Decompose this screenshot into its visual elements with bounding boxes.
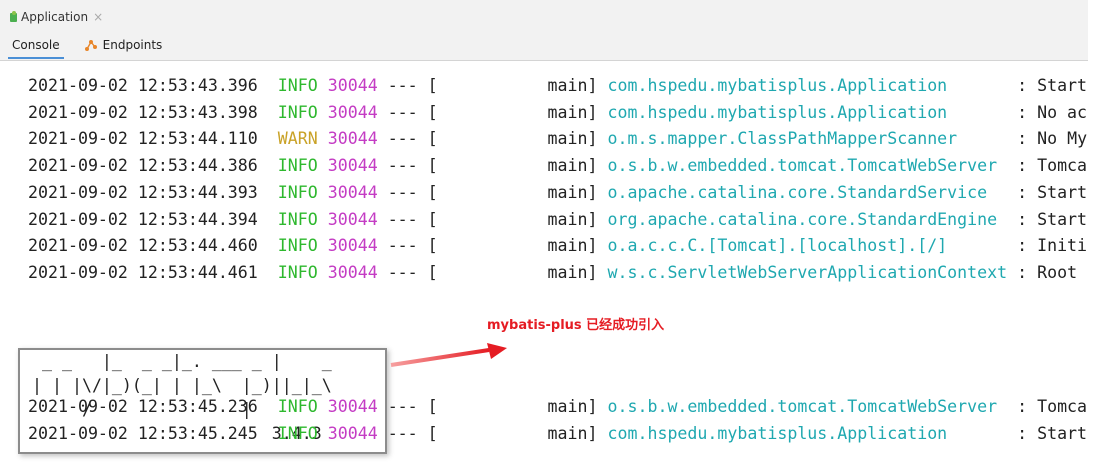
log-logger: o.s.b.w.embedded.tomcat.TomcatWebServer xyxy=(607,156,998,176)
log-timestamp: 2021-09-02 12:53:44.394 xyxy=(28,209,258,229)
log-message: : Initi xyxy=(1017,236,1088,256)
log-pid: 30044 xyxy=(327,423,378,443)
log-thread: main] xyxy=(547,129,598,149)
log-logger: com.hspedu.mybatisplus.Application xyxy=(607,76,948,95)
log-separator: --- [ xyxy=(387,182,438,202)
log-timestamp: 2021-09-02 12:53:44.393 xyxy=(28,182,258,202)
banner-ascii-art: _ _ |_ _ _|_. ___ _ | _ | | |\/|_)(_| | … xyxy=(32,352,332,443)
log-logger: w.s.c.ServletWebServerApplicationContext xyxy=(607,262,1008,282)
log-line: 2021-09-02 12:53:44.394 INFO 30044 --- [… xyxy=(28,210,1087,230)
log-thread: main] xyxy=(547,423,598,443)
tab-console-label: Console xyxy=(12,38,60,52)
log-level: INFO xyxy=(277,262,318,282)
log-pid: 30044 xyxy=(327,236,378,256)
header-divider xyxy=(0,60,1088,61)
log-line: 2021-09-02 12:53:45.236 INFO 30044 --- [… xyxy=(28,397,1087,417)
log-line: 2021-09-02 12:53:45.245 INFO 30044 --- [… xyxy=(28,424,1087,444)
log-thread: main] xyxy=(547,156,598,176)
log-level: INFO xyxy=(277,236,318,256)
endpoints-icon xyxy=(84,40,97,51)
log-separator: --- [ xyxy=(387,262,438,282)
tab-console[interactable]: Console xyxy=(0,33,72,59)
console-subtabs: Console Endpoints xyxy=(0,33,175,59)
log-line: 2021-09-02 12:53:44.461 INFO 30044 --- [… xyxy=(28,263,1077,283)
log-separator: --- [ xyxy=(387,76,438,95)
log-line: 2021-09-02 12:53:44.386 INFO 30044 --- [… xyxy=(28,156,1087,176)
log-pid: 30044 xyxy=(327,182,378,202)
tab-endpoints-label: Endpoints xyxy=(102,38,163,52)
log-logger: com.hspedu.mybatisplus.Application xyxy=(607,102,948,122)
log-separator: --- [ xyxy=(387,156,438,176)
log-logger: o.a.c.c.C.[Tomcat].[localhost].[/] xyxy=(607,236,948,256)
log-logger: org.apache.catalina.core.StandardEngine xyxy=(607,209,998,229)
log-thread: main] xyxy=(547,262,598,282)
log-thread: main] xyxy=(547,397,598,416)
log-message: : Start xyxy=(1017,209,1088,229)
log-level: INFO xyxy=(277,182,318,202)
log-timestamp: 2021-09-02 12:53:45.245 xyxy=(28,423,258,443)
run-tab-row: Application × xyxy=(0,6,103,28)
log-logger: o.apache.catalina.core.StandardService xyxy=(607,182,988,202)
log-thread: main] xyxy=(547,102,598,122)
annotation-label: mybatis-plus 已经成功引入 xyxy=(487,318,665,333)
run-tab-application[interactable]: Application × xyxy=(0,10,103,24)
log-separator: --- [ xyxy=(387,129,438,149)
log-pid: 30044 xyxy=(327,262,378,282)
log-level: INFO xyxy=(277,102,318,122)
log-pid: 30044 xyxy=(327,129,378,149)
log-level: INFO xyxy=(277,156,318,176)
log-separator: --- [ xyxy=(387,102,438,122)
log-message: : Tomca xyxy=(1017,397,1088,416)
application-run-icon xyxy=(10,11,18,23)
log-level: INFO xyxy=(277,423,318,443)
console-output[interactable]: 2021-09-02 12:53:43.396 INFO 30044 --- [… xyxy=(0,61,1088,473)
log-timestamp: 2021-09-02 12:53:44.460 xyxy=(28,236,258,256)
log-logger: com.hspedu.mybatisplus.Application xyxy=(607,423,948,443)
log-pid: 30044 xyxy=(327,397,378,416)
log-message: : No My xyxy=(1017,129,1088,149)
log-pid: 30044 xyxy=(327,209,378,229)
log-separator: --- [ xyxy=(387,209,438,229)
log-line: 2021-09-02 12:53:43.398 INFO 30044 --- [… xyxy=(28,103,1087,123)
log-logger: o.m.s.mapper.ClassPathMapperScanner xyxy=(607,129,958,149)
log-thread: main] xyxy=(547,236,598,256)
log-message: : Tomca xyxy=(1017,156,1088,176)
log-separator: --- [ xyxy=(387,423,438,443)
close-tab-icon[interactable]: × xyxy=(93,10,104,24)
log-message: : Start xyxy=(1017,76,1088,95)
log-message: : Root xyxy=(1017,262,1078,282)
log-level: INFO xyxy=(277,397,318,416)
log-logger: o.s.b.w.embedded.tomcat.TomcatWebServer xyxy=(607,397,998,416)
log-timestamp: 2021-09-02 12:53:44.461 xyxy=(28,262,258,282)
log-timestamp: 2021-09-02 12:53:43.396 xyxy=(28,76,258,95)
log-thread: main] xyxy=(547,209,598,229)
log-thread: main] xyxy=(547,182,598,202)
log-timestamp: 2021-09-02 12:53:43.398 xyxy=(28,102,258,122)
annotation-arrow-icon xyxy=(390,343,507,367)
mybatis-plus-banner: _ _ |_ _ _|_. ___ _ | _ | | |\/|_)(_| | … xyxy=(18,348,387,454)
log-timestamp: 2021-09-02 12:53:45.236 xyxy=(28,397,258,416)
log-message: : Start xyxy=(1017,182,1088,202)
log-timestamp: 2021-09-02 12:53:44.386 xyxy=(28,156,258,176)
log-pid: 30044 xyxy=(327,156,378,176)
log-separator: --- [ xyxy=(387,236,438,256)
tool-window-header: Application × Console Endpoints xyxy=(0,0,1088,60)
log-line: 2021-09-02 12:53:44.460 INFO 30044 --- [… xyxy=(28,236,1087,256)
tab-endpoints[interactable]: Endpoints xyxy=(72,33,175,57)
log-line: 2021-09-02 12:53:44.110 WARN 30044 --- [… xyxy=(28,129,1087,149)
run-tab-label: Application xyxy=(21,10,89,24)
log-pid: 30044 xyxy=(327,102,378,122)
log-level: INFO xyxy=(277,76,318,95)
log-message: : Start xyxy=(1017,423,1088,443)
log-line: 2021-09-02 12:53:43.396 INFO 30044 --- [… xyxy=(28,76,1087,96)
log-line: 2021-09-02 12:53:44.393 INFO 30044 --- [… xyxy=(28,183,1087,203)
log-separator: --- [ xyxy=(387,397,438,416)
log-pid: 30044 xyxy=(327,76,378,95)
log-timestamp: 2021-09-02 12:53:44.110 xyxy=(28,129,258,149)
log-level: WARN xyxy=(277,129,318,149)
log-message: : No ac xyxy=(1017,102,1088,122)
log-level: INFO xyxy=(277,209,318,229)
log-thread: main] xyxy=(547,76,598,95)
